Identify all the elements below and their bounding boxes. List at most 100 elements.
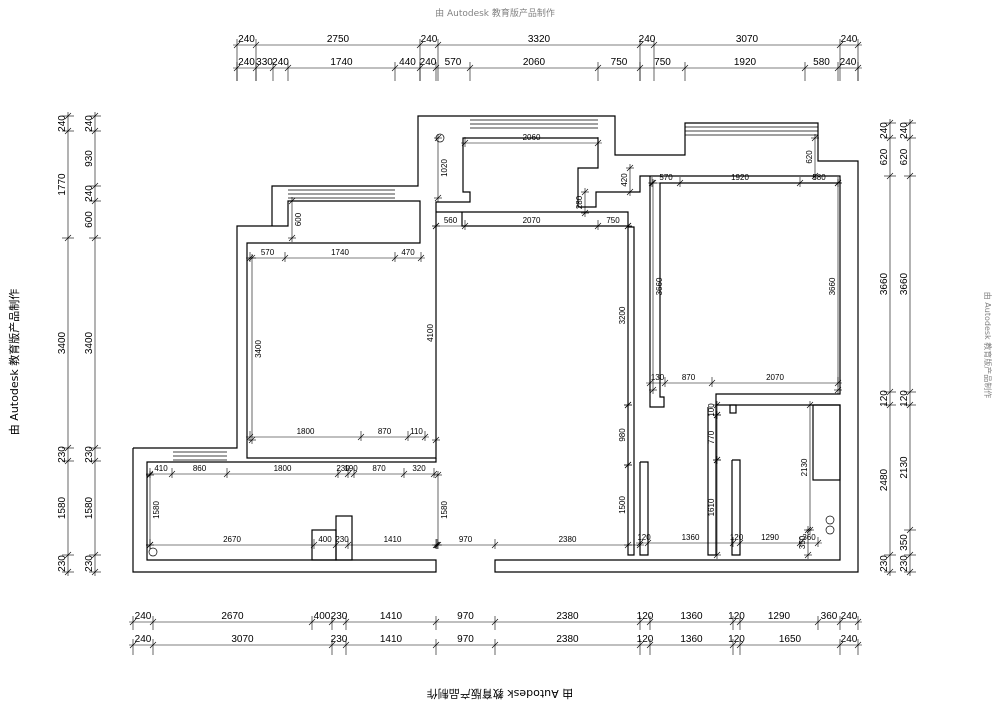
dimension-label: 750 bbox=[611, 57, 628, 68]
dimension-label: 560 bbox=[444, 216, 458, 225]
dimension-label: 2380 bbox=[556, 611, 579, 622]
dimension-label: 240 bbox=[272, 57, 289, 68]
watermark-bottom: 由 Autodesk 教育版产品制作 bbox=[427, 687, 573, 701]
inner-wall-bath bbox=[707, 405, 717, 556]
dimension-label: 470 bbox=[401, 248, 415, 257]
dimension-label: 120 bbox=[728, 611, 745, 622]
dimension-label: 870 bbox=[372, 464, 386, 473]
dimension-label: 1410 bbox=[384, 535, 402, 544]
dimension-label: 2060 bbox=[523, 133, 541, 142]
dimension-label: 240 bbox=[135, 634, 152, 645]
dimension-label: 1360 bbox=[680, 611, 703, 622]
dimension-label: 980 bbox=[618, 428, 627, 442]
dimension-label: 240 bbox=[841, 34, 858, 45]
dimension-label: 970 bbox=[457, 634, 474, 645]
dimension-label: 580 bbox=[813, 57, 830, 68]
dimension-label: 240 bbox=[841, 611, 858, 622]
walls bbox=[132, 115, 859, 573]
dimension-label: 1920 bbox=[731, 173, 749, 182]
dimension-label: 110 bbox=[410, 427, 423, 436]
dimension-label: 350 bbox=[798, 535, 807, 549]
dimension-label: 2380 bbox=[556, 634, 579, 645]
dimension-label: 3200 bbox=[618, 306, 627, 324]
dimension-lines bbox=[62, 39, 916, 655]
dimension-label: 2480 bbox=[879, 468, 890, 491]
watermark-right: 由 Autodesk 教育版产品制作 bbox=[983, 292, 993, 398]
windows bbox=[173, 115, 818, 461]
outer-wall bbox=[133, 115, 859, 573]
dimension-label: 1410 bbox=[380, 611, 403, 622]
dimension-label: 240 bbox=[135, 611, 152, 622]
dimension-label: 120 bbox=[637, 611, 654, 622]
dimension-label: 400 bbox=[314, 611, 331, 622]
dimension-label: 3400 bbox=[57, 331, 68, 354]
dimension-label: 1360 bbox=[680, 634, 703, 645]
dimension-label: 230 bbox=[57, 446, 68, 463]
dimension-label: 1290 bbox=[768, 611, 791, 622]
dimension-label: 360 bbox=[802, 533, 816, 542]
dimension-label: 2070 bbox=[766, 373, 784, 382]
dimension-label: 570 bbox=[445, 57, 462, 68]
dimension-label: 410 bbox=[154, 464, 168, 473]
dimension-label: 750 bbox=[654, 57, 671, 68]
dimension-label: 240 bbox=[57, 115, 68, 132]
dimension-label: 870 bbox=[682, 373, 696, 382]
dimension-label: 930 bbox=[84, 150, 95, 167]
dimension-label: 120 bbox=[730, 533, 744, 542]
dimension-label: 1020 bbox=[440, 159, 449, 177]
dimension-label: 2750 bbox=[327, 34, 350, 45]
dimension-label: 570 bbox=[261, 248, 275, 257]
dimension-label: 320 bbox=[412, 464, 426, 473]
stove-1 bbox=[825, 515, 835, 525]
stove-2 bbox=[825, 525, 835, 535]
dimension-label: 280 bbox=[575, 195, 584, 209]
dimension-label: 350 bbox=[899, 534, 910, 551]
dimension-label: 3660 bbox=[655, 277, 664, 295]
dimension-label: 1580 bbox=[152, 501, 161, 519]
dimension-label: 600 bbox=[84, 211, 95, 228]
dimension-label: 1500 bbox=[618, 496, 627, 514]
dimension-label: 240 bbox=[840, 57, 857, 68]
dimension-label: 120 bbox=[637, 634, 654, 645]
dimension-label: 3660 bbox=[899, 272, 910, 295]
dimension-label: 750 bbox=[606, 216, 620, 225]
dimension-label: 420 bbox=[620, 173, 629, 187]
dimension-label: 1360 bbox=[682, 533, 700, 542]
dimension-label: 970 bbox=[457, 611, 474, 622]
dimension-label: 230 bbox=[331, 611, 348, 622]
dimension-label: 2380 bbox=[559, 535, 577, 544]
dimension-label: 3400 bbox=[254, 340, 263, 358]
dimension-label: 120 bbox=[879, 390, 890, 407]
dimension-label: 1770 bbox=[57, 173, 68, 196]
dimension-label: 2670 bbox=[221, 611, 244, 622]
dimension-label: 2670 bbox=[223, 535, 241, 544]
dimension-label: 120 bbox=[728, 634, 745, 645]
dimension-label: 240 bbox=[899, 122, 910, 139]
dimension-label: 240 bbox=[420, 57, 437, 68]
counter bbox=[812, 404, 841, 481]
dimension-label: 600 bbox=[294, 212, 303, 226]
dimension-label: 400 bbox=[318, 535, 332, 544]
dimension-label: 240 bbox=[841, 634, 858, 645]
inner-wall-living bbox=[436, 211, 635, 556]
dimension-label: 3320 bbox=[528, 34, 551, 45]
dimension-label: 2060 bbox=[523, 57, 546, 68]
dimension-label: 360 bbox=[821, 611, 838, 622]
dimension-label: 3660 bbox=[879, 272, 890, 295]
dimension-label: 120 bbox=[637, 533, 651, 542]
dimension-label: 570 bbox=[659, 173, 673, 182]
dimension-label: 1740 bbox=[331, 248, 349, 257]
dimension-label: 1580 bbox=[57, 496, 68, 519]
dimension-label: 230 bbox=[899, 555, 910, 572]
dimension-label: 4100 bbox=[426, 324, 435, 342]
dimension-label: 2130 bbox=[899, 456, 910, 479]
dimension-label: 190 bbox=[344, 464, 358, 473]
dimension-label: 620 bbox=[879, 148, 890, 165]
dimension-label: 1410 bbox=[380, 634, 403, 645]
dimension-label: 1920 bbox=[734, 57, 757, 68]
dimension-label: 240 bbox=[238, 57, 255, 68]
inner-wall-kitchen bbox=[731, 459, 741, 556]
dimension-label: 230 bbox=[335, 535, 349, 544]
